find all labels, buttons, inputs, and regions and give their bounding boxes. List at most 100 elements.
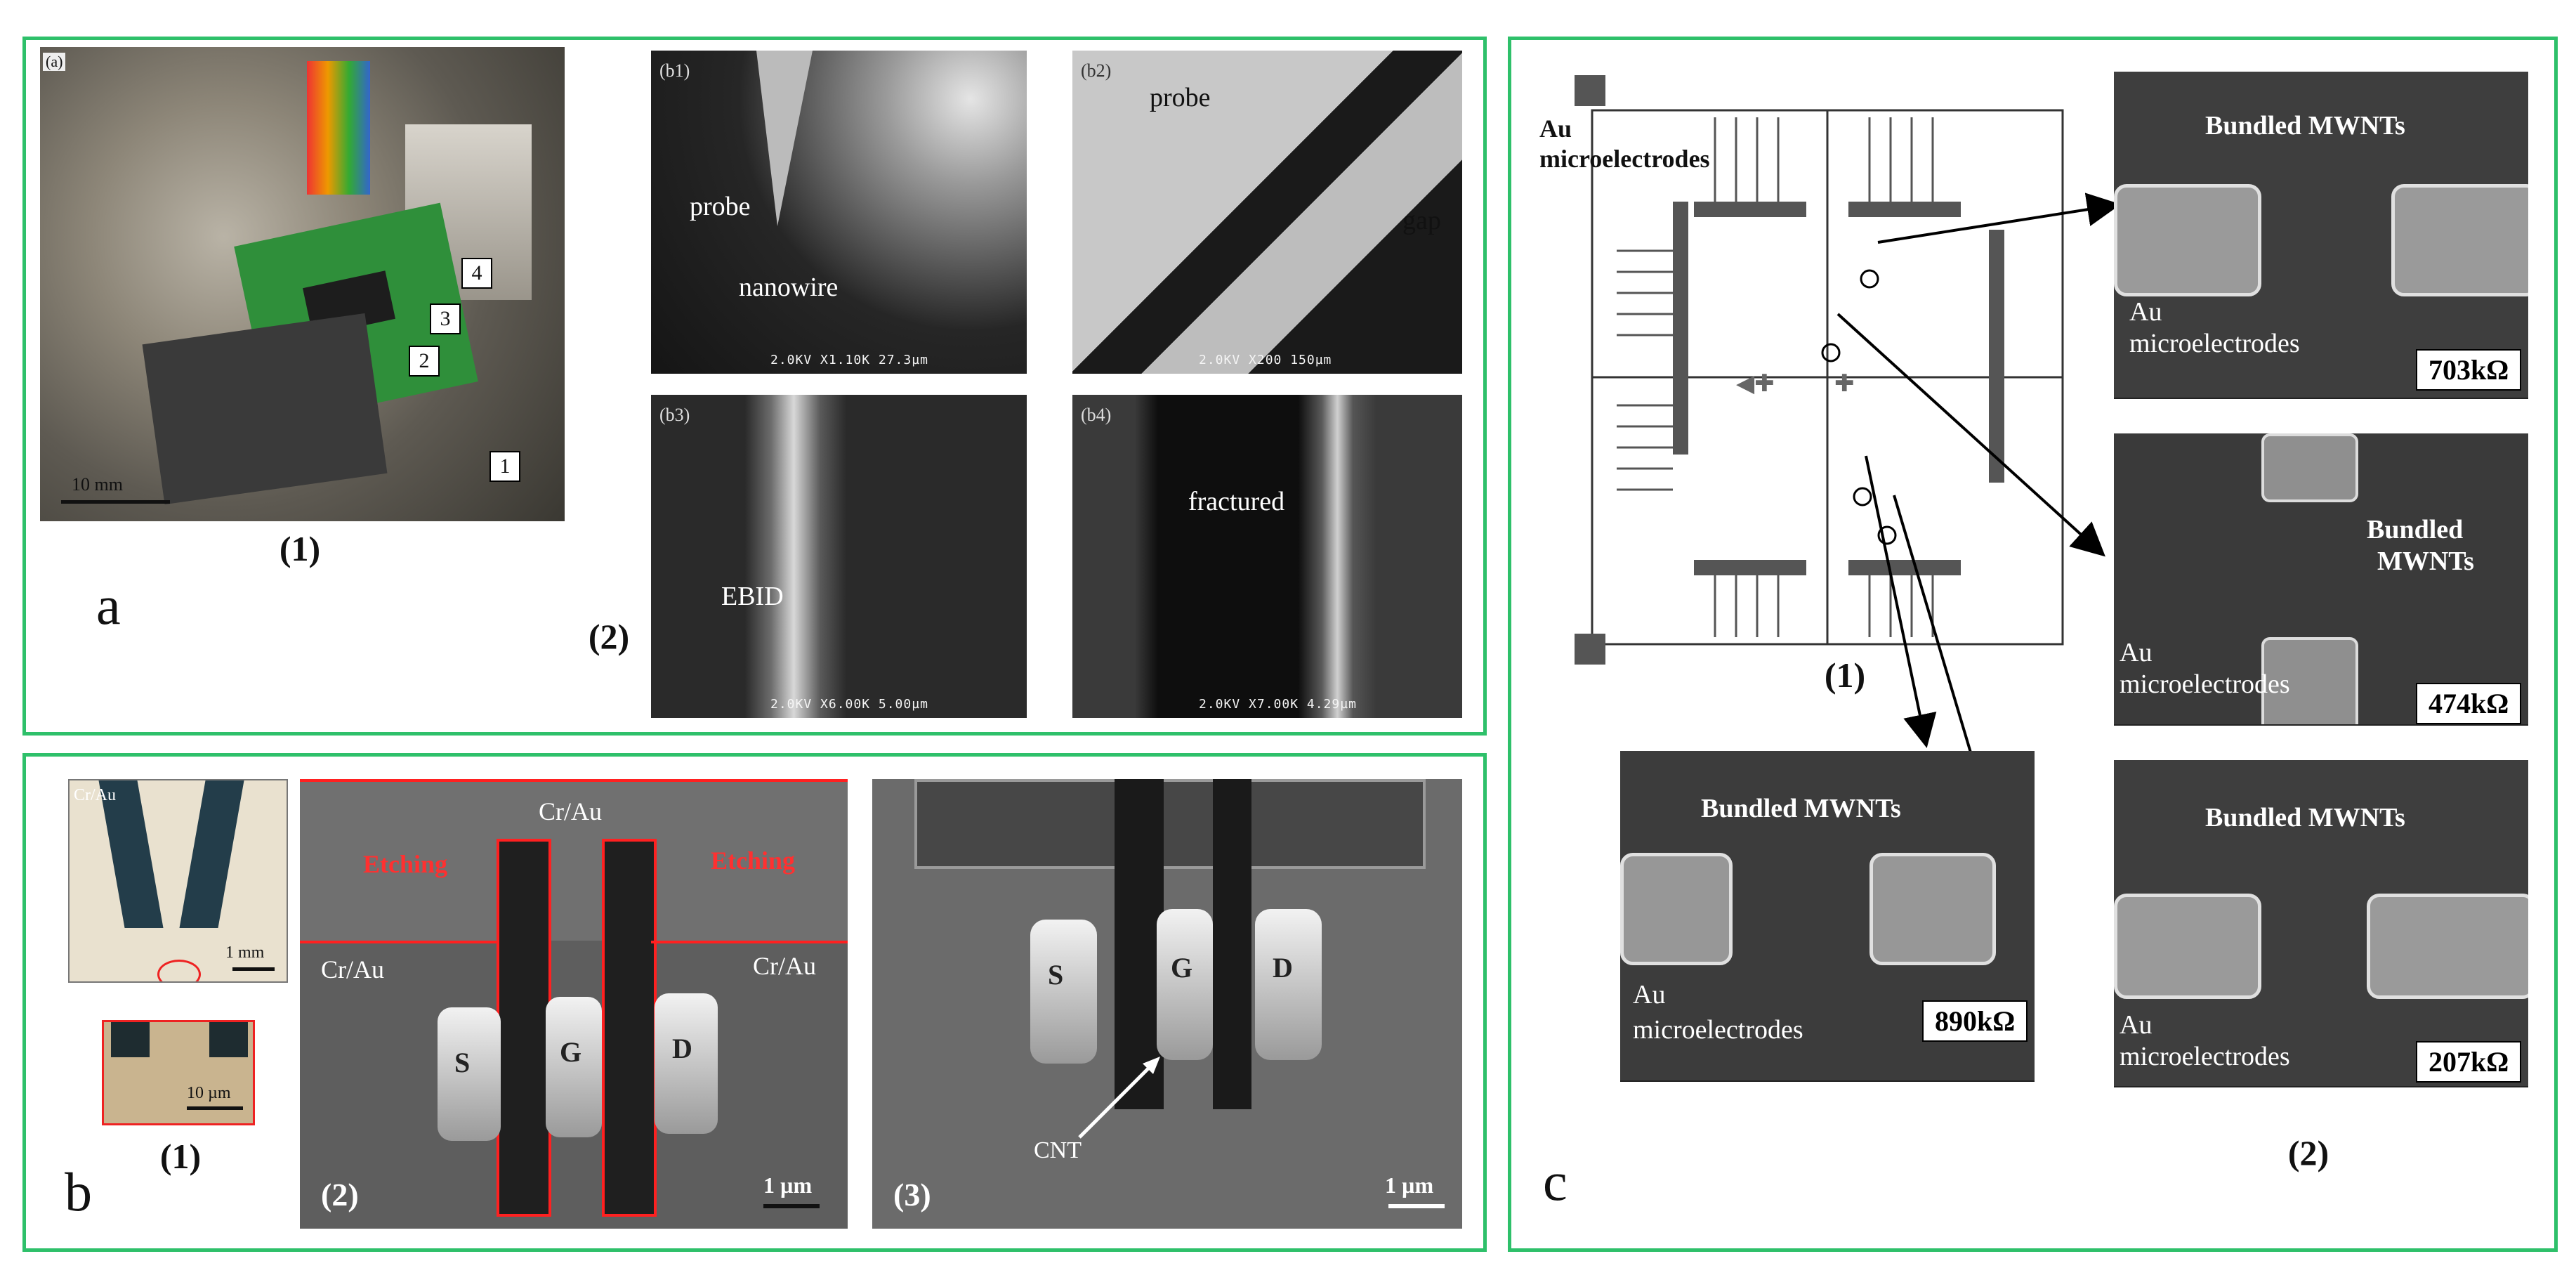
sem-703k-title: Bundled MWNTs — [2205, 111, 2405, 140]
electrode-pad-top — [2261, 433, 2358, 502]
au-label-line2: microelectrodes — [1539, 145, 1710, 173]
panel-b-caption-1: (1) — [159, 1137, 202, 1176]
optical-scale-bar-bottom — [187, 1106, 243, 1110]
apparatus-photo: (a) 4 3 2 1 10 mm — [40, 47, 565, 521]
optical-scale-top: 1 mm — [225, 943, 265, 962]
sem-207k-resistance: 207kΩ — [2416, 1041, 2522, 1083]
etch-outline-right — [651, 941, 848, 943]
source-pad — [438, 1007, 501, 1141]
panel-a-caption-1: (1) — [279, 529, 321, 568]
upper-layer — [300, 779, 848, 941]
sem-474k-title-2: MWNTs — [2377, 547, 2474, 576]
marker-3: 3 — [430, 303, 461, 334]
label-electrode-right: Cr/Au — [753, 952, 816, 980]
sem-b1-footer: 2.0KV X1.10K 27.3µm — [770, 353, 928, 367]
optical-electrode-label: Cr/Au — [74, 786, 116, 804]
optical-micrograph-top: Cr/Au 1 mm — [68, 779, 288, 983]
scale-bar-b3 — [1388, 1204, 1445, 1208]
panel-a: (a) 4 3 2 1 10 mm (1) a (2) (b1) probe n… — [22, 37, 1487, 736]
panel-a-letter: a — [96, 575, 121, 636]
label-g-3: G — [1171, 952, 1193, 983]
marker-1: 1 — [489, 451, 520, 482]
sem-b1-label-probe: probe — [690, 192, 751, 221]
scale-label-b3: 1 µm — [1385, 1172, 1434, 1198]
upper-pad-region — [914, 779, 1426, 869]
panel-c-caption-1: (1) — [1824, 655, 1866, 695]
drain-pad — [655, 993, 718, 1134]
zoom-electrode-left — [111, 1022, 150, 1057]
gate-pad — [546, 997, 602, 1137]
sem-703k-electrode-2: microelectrodes — [2129, 329, 2300, 358]
sem-b4: (b4) fractured 2.0KV X7.00K 4.29µm — [1072, 395, 1462, 718]
sem-207k-electrode-2: microelectrodes — [2120, 1042, 2290, 1071]
etch-outline-left — [300, 941, 497, 943]
scale-bar-b2 — [763, 1204, 820, 1208]
sem-b2-label-probe: probe — [1150, 83, 1211, 112]
panel-c: ◀✚ ✚ Au microelectrodes (1) (2) c Bundle… — [1508, 37, 2558, 1252]
sem-474k-infobar — [2114, 724, 2528, 750]
label-electrode-left: Cr/Au — [321, 955, 384, 983]
sem-890k-title: Bundled MWNTs — [1701, 794, 1901, 823]
gate-trench-left — [1115, 779, 1164, 1109]
svg-text:◀✚: ◀✚ — [1736, 371, 1775, 397]
sem-b4-label-fractured: fractured — [1188, 487, 1285, 516]
sem-703k-infobar — [2114, 398, 2528, 423]
electrode-pad-right-890 — [1869, 853, 1996, 965]
zoom-circle — [157, 960, 201, 981]
sem-207k-title: Bundled MWNTs — [2205, 803, 2405, 832]
sem-890k: Bundled MWNTs Au microelectrodes 890kΩ — [1620, 751, 2035, 1106]
electrode-pad-right-207 — [2367, 894, 2528, 999]
gate-pad-3 — [1157, 909, 1213, 1060]
electrode-pad-left — [2114, 184, 2261, 296]
sem-b3-tag: (b3) — [659, 405, 690, 425]
sem-474k-title: Bundled — [2367, 515, 2464, 544]
source-pad-3 — [1030, 920, 1097, 1064]
cnt-arrow — [1078, 1057, 1160, 1139]
scale-label-b2: 1 µm — [763, 1172, 813, 1198]
panel-b-caption-2: (2) — [321, 1177, 359, 1213]
label-etching-right: Etching — [711, 847, 796, 875]
zoom-electrode-right — [209, 1022, 248, 1057]
sem-b4-tag: (b4) — [1081, 405, 1112, 425]
sem-207k: Bundled MWNTs Au microelectrodes 207kΩ — [2114, 760, 2528, 1111]
sem-207k-electrode-1: Au — [2120, 1010, 2153, 1040]
sem-b4-footer: 2.0KV X7.00K 4.29µm — [1199, 697, 1357, 712]
sem-890k-electrode-2: microelectrodes — [1633, 1015, 1803, 1045]
label-g: G — [560, 1036, 582, 1068]
sem-207k-infobar — [2114, 1086, 2528, 1111]
marker-2: 2 — [409, 346, 440, 377]
sem-b1-label-nanowire: nanowire — [739, 273, 839, 302]
sem-b3-footer: 2.0KV X6.00K 5.00µm — [770, 697, 928, 712]
photo-tag: (a) — [43, 53, 66, 71]
label-cnt: CNT — [1034, 1137, 1082, 1163]
label-d-3: D — [1273, 952, 1293, 983]
electrode-pad-left-207 — [2114, 894, 2261, 999]
optical-scale-bottom: 10 µm — [187, 1084, 231, 1102]
panel-b: Cr/Au 1 mm 10 µm (1) b S G D Cr/Au Etchi… — [22, 753, 1487, 1252]
au-label-line1: Au — [1539, 115, 1572, 143]
marker-4: 4 — [461, 258, 492, 289]
sem-890k-infobar — [1620, 1080, 2035, 1106]
sem-474k-electrode-2: microelectrodes — [2120, 669, 2290, 699]
sample-stage — [142, 313, 388, 505]
label-s-3: S — [1048, 959, 1064, 991]
transistor-sem-cnt: S G D CNT (3) 1 µm — [872, 779, 1462, 1229]
label-d: D — [672, 1033, 692, 1064]
sem-703k-resistance: 703kΩ — [2416, 349, 2522, 391]
sem-b1-tag: (b1) — [659, 60, 690, 81]
photo-scale-bar — [61, 500, 170, 504]
gate-trench-right — [1213, 779, 1251, 1109]
sem-703k-electrode-1: Au — [2129, 297, 2162, 327]
sem-b3-label-ebid: EBID — [721, 582, 784, 611]
electrode-pad-left-890 — [1620, 853, 1733, 965]
sem-b2-footer: 2.0KV X200 150µm — [1199, 353, 1332, 367]
panel-c-caption-2: (2) — [2287, 1133, 2329, 1172]
electrode-pad-right — [2391, 184, 2528, 296]
transistor-sem-etched: S G D Cr/Au Etching Etching Cr/Au Cr/Au … — [300, 779, 848, 1229]
optical-scale-bar-top — [232, 967, 275, 971]
etch-outline-top — [300, 779, 848, 782]
sem-474k: Bundled MWNTs Au microelectrodes 474kΩ — [2114, 433, 2528, 750]
etch-trench-left — [497, 839, 551, 1217]
etch-trench-right — [602, 839, 657, 1217]
label-etching-left: Etching — [363, 850, 448, 878]
